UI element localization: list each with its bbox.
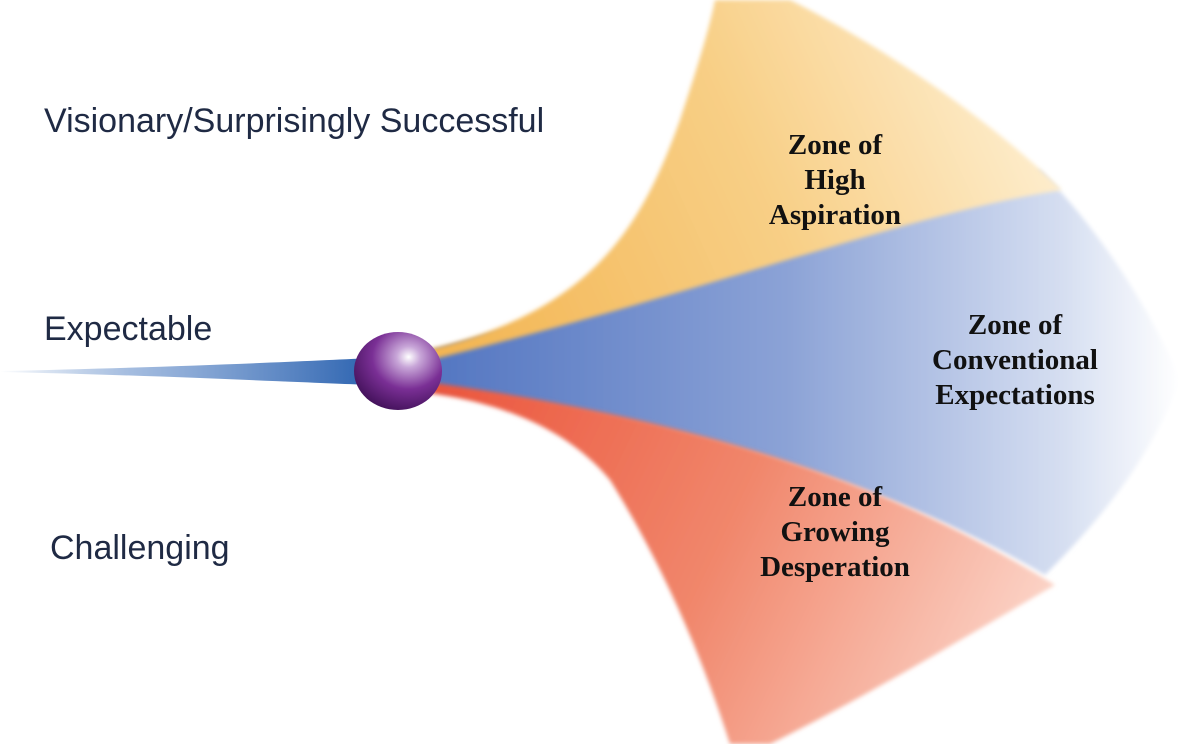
zone-label-line: Zone of [787,481,883,513]
zone-desperation-band [398,378,1055,744]
zone-label-line: Zone of [787,129,883,161]
scenario-label-challenging: Challenging [50,529,230,567]
zone-label-high-aspiration: Zone of High Aspiration [725,128,945,233]
zone-label-line: Growing [780,516,890,548]
zone-label-line: Expectations [935,379,1095,411]
zone-aspiration-band [398,0,1062,368]
timeline-stem [0,358,372,385]
zone-label-conventional-expectations: Zone of Conventional Expectations [880,308,1150,413]
zone-label-line: Conventional [932,344,1098,376]
zone-label-line: High [804,164,866,196]
zone-label-line: Desperation [760,551,910,583]
scenario-label-expectable: Expectable [44,310,213,348]
zone-label-line: Zone of [967,309,1063,341]
scenario-label-visionary: Visionary/Surprisingly Successful [44,102,545,140]
present-sphere [354,332,442,410]
zone-label-growing-desperation: Zone of Growing Desperation [720,480,950,585]
zone-conventional-band [395,170,1180,575]
zone-label-line: Aspiration [768,199,902,231]
